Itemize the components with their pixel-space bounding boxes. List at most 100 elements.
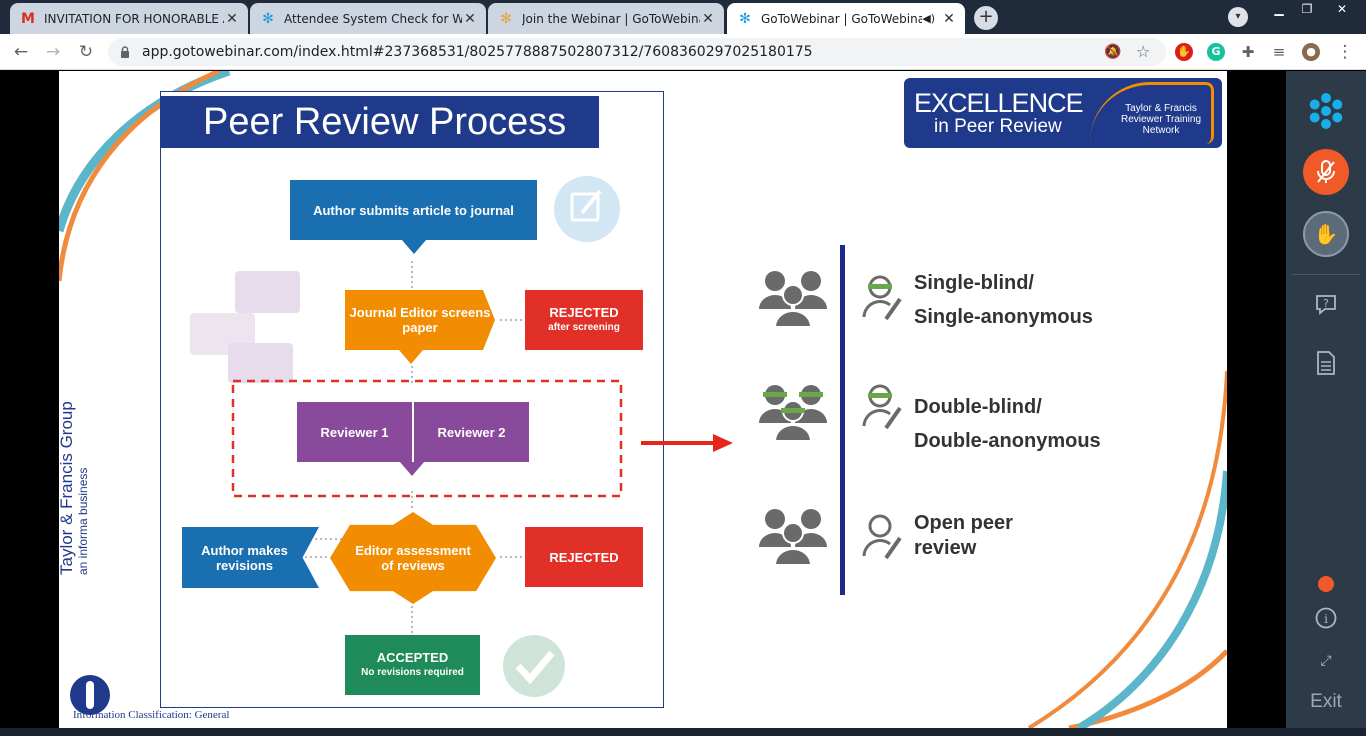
microphone-muted-button[interactable] (1303, 149, 1349, 195)
taylor-francis-brand: Taylor & Francis Group an informa busine… (59, 385, 90, 575)
accepted-sublabel: No revisions required (361, 667, 464, 678)
reload-button[interactable]: ↻ (78, 42, 94, 62)
profile-avatar[interactable]: ● (1302, 43, 1320, 61)
review-type-line2: Single-anonymous (914, 306, 1093, 328)
lock-icon (121, 46, 129, 58)
masked-reviewer-icon (862, 275, 902, 321)
tab-gmail-invitation[interactable]: M INVITATION FOR HONORABLE A ✕ (10, 3, 248, 34)
os-taskbar (0, 728, 1366, 736)
review-type-line1: Double-blind/ (914, 396, 1042, 418)
svg-text:i: i (1324, 612, 1328, 626)
review-types-divider (840, 245, 845, 595)
reviewer-divider (412, 402, 414, 462)
step-rejected-screening: REJECTED after screening (525, 290, 643, 350)
slide-title: Peer Review Process (161, 96, 599, 148)
webinar-screen-share: Peer Review Process Author submi (0, 71, 1286, 736)
close-tab-icon[interactable]: ✕ (464, 10, 476, 27)
excellence-logo: EXCELLENCE in Peer Review Taylor & Franc… (904, 78, 1222, 148)
masked-reviewer-icon (862, 384, 902, 430)
close-tab-icon[interactable]: ✕ (702, 10, 714, 27)
pointer-arrow (400, 462, 424, 476)
grammarly-extension-icon[interactable]: G (1207, 43, 1225, 61)
brand-main-text: Taylor & Francis Group (59, 401, 76, 575)
tab-join-webinar[interactable]: ✻ Join the Webinar | GoToWebinar ✕ (488, 3, 724, 34)
tab-attendee-system-check[interactable]: ✻ Attendee System Check for Web ✕ (250, 3, 486, 34)
logo-excellence-text: EXCELLENCE (914, 88, 1084, 118)
logo-swoosh (1090, 82, 1214, 144)
logo-peer-review-text: in Peer Review (934, 116, 1062, 137)
reviewer-2: Reviewer 2 (414, 402, 529, 462)
forward-button[interactable]: → (45, 42, 61, 62)
close-tab-icon[interactable]: ✕ (943, 10, 955, 27)
hand-icon: ✋ (1313, 222, 1339, 246)
red-arrow-icon (641, 434, 733, 452)
tab-label: Attendee System Check for Web (284, 11, 462, 26)
review-type-line2: review (914, 537, 977, 559)
review-type-open: Open peer review (914, 511, 1013, 561)
step-editor-assessment: Editor assessment of reviews (330, 512, 496, 604)
rejected-sublabel: after screening (548, 322, 620, 333)
questions-icon[interactable]: ? (1313, 291, 1339, 317)
chrome-menu-icon[interactable]: ⋮ (1336, 42, 1354, 62)
gotowebinar-icon: ✻ (739, 10, 751, 27)
classification-label: Information Classification: General (73, 709, 230, 721)
step-accepted: ACCEPTED No revisions required (345, 635, 480, 695)
extensions-puzzle-icon[interactable]: ✚ (1241, 43, 1255, 61)
review-type-line2: Double-anonymous (914, 430, 1101, 452)
tab-label: INVITATION FOR HONORABLE A (44, 11, 224, 26)
step-rejected: REJECTED (525, 527, 643, 587)
notifications-blocked-icon[interactable]: 🔕 (1104, 44, 1122, 60)
review-type-line1: Single-blind/ (914, 272, 1034, 294)
masked-group-icon (759, 385, 827, 442)
handouts-icon[interactable] (1313, 350, 1339, 376)
url-text: app.gotowebinar.com/index.html#237368531… (142, 44, 813, 60)
tab-label: GoToWebinar | GoToWebinar (761, 11, 923, 26)
step-author-submits: Author submits article to journal (290, 180, 537, 240)
raise-hand-button[interactable]: ✋ (1303, 211, 1349, 257)
rejected-label: REJECTED (549, 305, 619, 320)
panel-divider (1292, 274, 1360, 275)
back-button[interactable]: ← (13, 42, 29, 62)
close-window-button[interactable]: ✕ (1336, 2, 1348, 16)
speaker-icon: ◀) (922, 12, 935, 25)
fullscreen-icon[interactable]: ⤢ (1320, 653, 1332, 669)
presentation-slide: Peer Review Process Author submi (59, 71, 1227, 728)
step-editor-screens: Journal Editor screens paper (345, 290, 495, 350)
review-type-double: Double-blind/ Double-anonymous (914, 390, 1101, 458)
new-tab-button[interactable]: + (974, 6, 998, 30)
close-tab-icon[interactable]: ✕ (226, 10, 238, 27)
bookmark-star-icon[interactable]: ☆ (1136, 42, 1151, 61)
slide-decoration (59, 71, 1227, 728)
tab-label: Join the Webinar | GoToWebinar (522, 11, 700, 26)
svg-text:?: ? (1323, 297, 1329, 310)
browser-tab-strip: M INVITATION FOR HONORABLE A ✕ ✻ Attende… (0, 0, 1366, 34)
address-bar[interactable]: app.gotowebinar.com/index.html#237368531… (108, 38, 1166, 66)
gotowebinar-logo-icon (1309, 93, 1343, 129)
reviewer-1: Reviewer 1 (297, 402, 412, 462)
gotowebinar-icon: ✻ (262, 10, 274, 27)
restore-button[interactable]: ❐ (1301, 2, 1313, 16)
adblock-extension-icon[interactable]: ✋ (1175, 43, 1193, 61)
pointer-arrow (399, 350, 423, 364)
info-icon[interactable]: i (1313, 605, 1339, 631)
brand-sub-text: an informa business (76, 467, 90, 575)
tab-search-icon[interactable]: ▾ (1228, 7, 1248, 27)
step-author-revisions: Author makes revisions (182, 527, 319, 588)
gotowebinar-icon: ✻ (500, 10, 512, 27)
microphone-muted-icon (1317, 160, 1335, 183)
logo-network-text: Taylor & Francis Reviewer Training Netwo… (1120, 103, 1202, 136)
reviewer-icon (862, 514, 902, 560)
review-type-line1: Open peer (914, 512, 1013, 534)
gmail-icon: M (21, 10, 35, 27)
taylor-francis-logo-icon (70, 675, 110, 715)
review-type-single: Single-blind/ Single-anonymous (914, 266, 1093, 334)
recording-indicator (1318, 576, 1334, 592)
media-control-icon[interactable]: ≡ (1272, 43, 1286, 61)
tab-gotowebinar-active[interactable]: ✻ GoToWebinar | GoToWebinar ◀) ✕ (727, 3, 965, 34)
pointer-arrow (402, 240, 426, 254)
minimize-button[interactable]: ▁ (1274, 2, 1284, 16)
browser-toolbar: ← → ↻ app.gotowebinar.com/index.html#237… (0, 34, 1366, 70)
group-icon (759, 509, 827, 566)
exit-button[interactable]: Exit (1310, 691, 1342, 712)
group-icon (759, 271, 827, 328)
